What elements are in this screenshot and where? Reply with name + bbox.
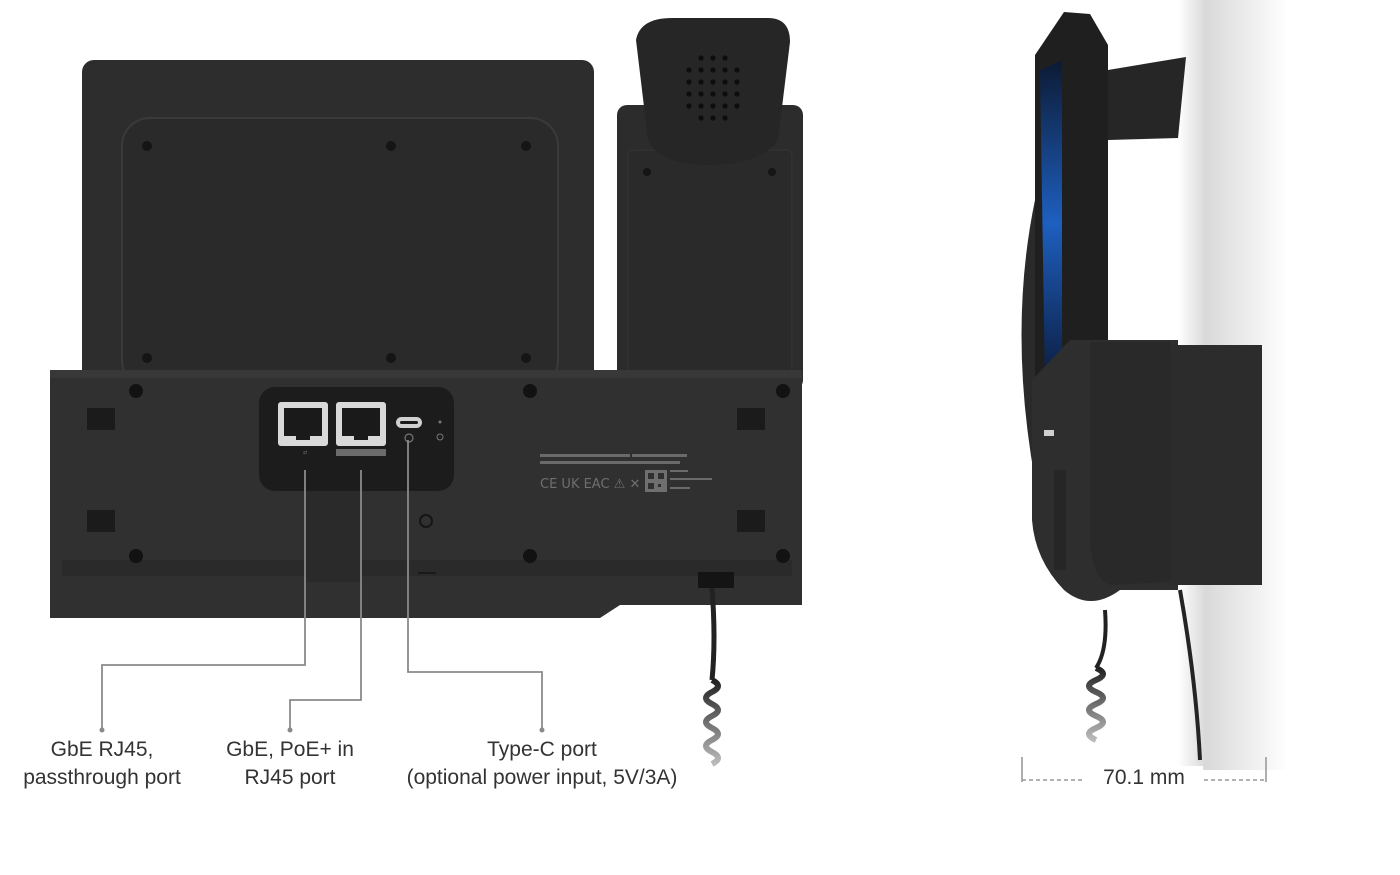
speaker-grille-icon [686, 55, 740, 121]
callout-typec-line2: (optional power input, 5V/3A) [406, 766, 678, 789]
callout-passthrough-line2: passthrough port [23, 766, 181, 789]
coiled-cord [1086, 665, 1106, 743]
callout-leaders [101, 440, 543, 730]
display-back [82, 60, 594, 390]
callout-passthrough-port: GbE RJ45, passthrough port [2, 736, 202, 792]
callout-poe-line1: GbE, PoE+ in [226, 738, 354, 761]
callout-poe-in-port: GbE, PoE+ in RJ45 port [195, 736, 385, 792]
rj45-port-icon [336, 402, 386, 446]
handset-icon [636, 18, 790, 165]
callout-typec-line1: Type-C port [487, 738, 597, 761]
port-bay: ⇄ [259, 387, 454, 491]
callout-passthrough-line1: GbE RJ45, [50, 738, 154, 761]
rj45-port-icon [278, 402, 328, 446]
callout-poe-line2: RJ45 port [244, 766, 336, 789]
svg-text:CE UK EAC ⚠ ✕: CE UK EAC ⚠ ✕ [540, 477, 640, 492]
handset-cradle [617, 105, 803, 390]
coiled-cord [703, 677, 721, 767]
svg-text:⇄: ⇄ [303, 450, 307, 456]
regulatory-label: CE UK EAC ⚠ ✕ [540, 454, 712, 492]
callout-typec-port: Type-C port (optional power input, 5V/3A… [386, 736, 698, 792]
depth-dimension-label: 70.1 mm [1085, 766, 1203, 790]
qr-code-icon [645, 470, 667, 492]
side-view-phone [1021, 12, 1262, 601]
usb-c-port-icon [396, 417, 422, 443]
phone-base [50, 370, 802, 618]
